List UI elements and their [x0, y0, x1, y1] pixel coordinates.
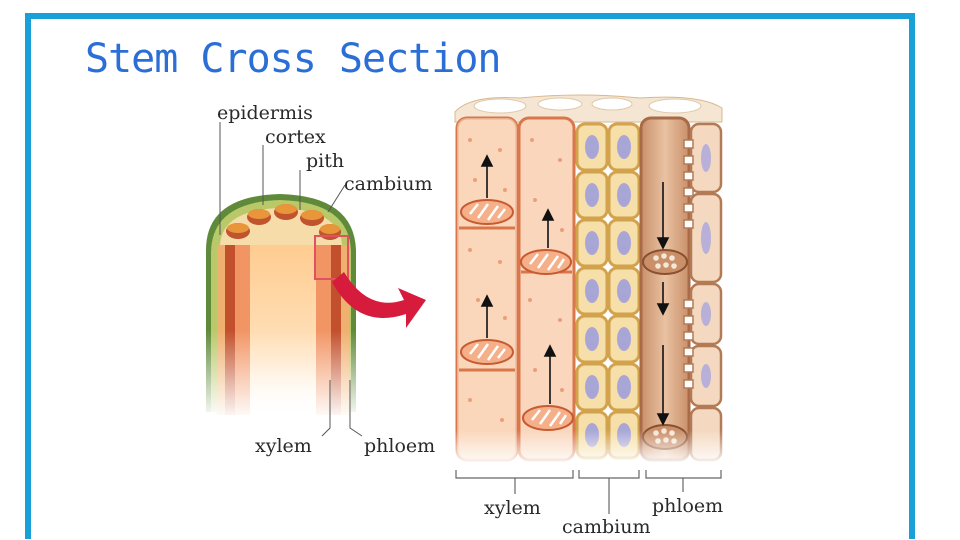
vascular-bundles — [226, 204, 341, 240]
left-leader-lines — [219, 122, 363, 437]
companion-cells — [689, 122, 723, 462]
zoom-arrow-icon — [332, 272, 426, 328]
cambium-cells — [575, 122, 641, 460]
label-phloem-left: phloem — [364, 435, 435, 457]
zoom-highlight-box — [314, 235, 349, 280]
tissue-magnified-illustration — [450, 94, 730, 466]
slide-title: Stem Cross Section — [85, 36, 501, 82]
label-cambium-right: cambium — [562, 516, 650, 538]
phloem-sieve-tube — [639, 116, 691, 462]
label-cortex: cortex — [265, 126, 326, 148]
label-cambium-left: cambium — [344, 173, 432, 195]
right-brackets — [455, 470, 722, 514]
label-pith: pith — [306, 150, 344, 172]
label-epidermis: epidermis — [217, 102, 313, 124]
slide-frame — [25, 13, 915, 539]
stem-section-illustration — [200, 194, 365, 420]
label-xylem-left: xylem — [255, 435, 312, 457]
label-phloem-right: phloem — [652, 495, 723, 517]
label-xylem-right: xylem — [484, 497, 541, 519]
